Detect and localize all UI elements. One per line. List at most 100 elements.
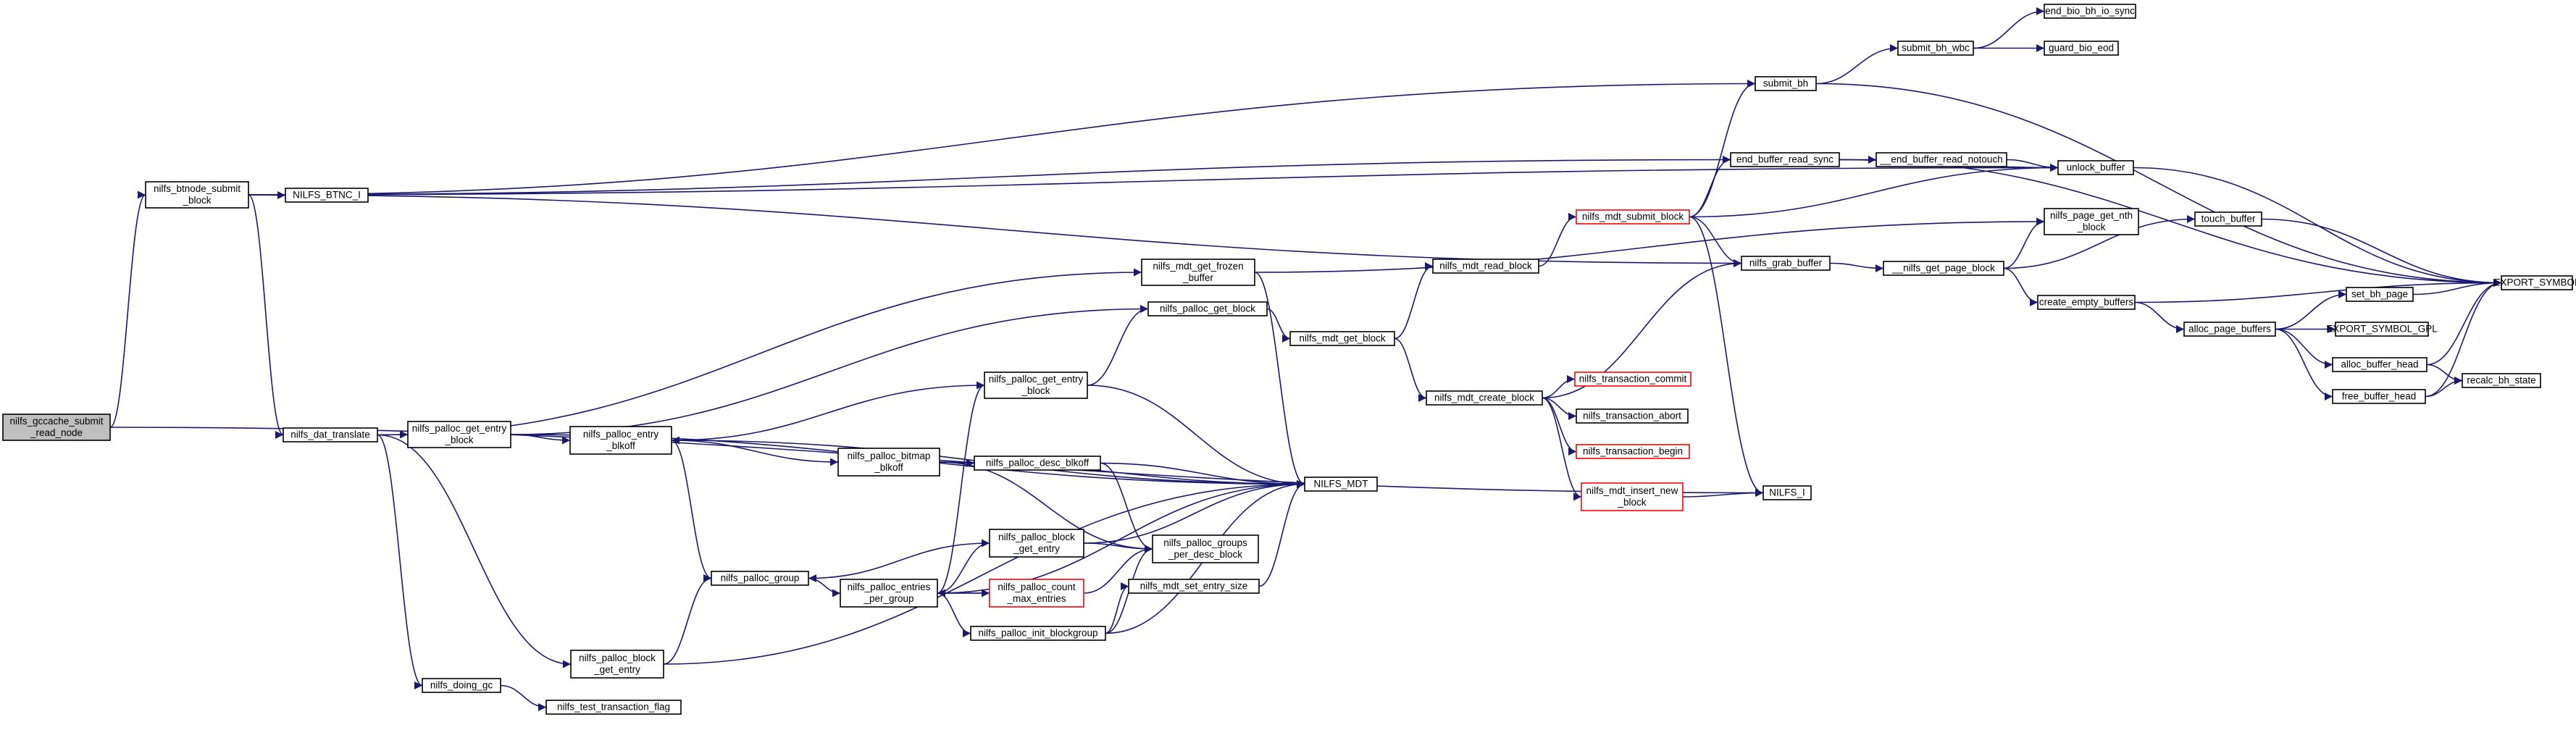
edge-n13-to-n21 bbox=[1083, 480, 1305, 544]
node-nilfs-mdt-get-frozen-buffer[interactable]: nilfs_mdt_get_frozen_buffer bbox=[1141, 259, 1255, 286]
node-label: nilfs_gccache_submit bbox=[9, 416, 103, 427]
node-nilfs-palloc-get-entry-block[interactable]: nilfs_palloc_get_entry_block bbox=[407, 421, 511, 448]
node-box bbox=[1730, 152, 1840, 167]
node-guard-bio-eod[interactable]: guard_bio_eod bbox=[2044, 41, 2119, 56]
node-box bbox=[2194, 211, 2262, 227]
node-nilfs-gccache-submit-read-node[interactable]: nilfs_gccache_submit_read_node bbox=[2, 414, 111, 441]
edge-n1-to-n3 bbox=[248, 194, 284, 439]
node-nilfs-palloc-get-block[interactable]: nilfs_palloc_get_block bbox=[1147, 301, 1268, 316]
node-nilfs-page-get-nth-block[interactable]: nilfs_page_get_nth_block bbox=[2044, 208, 2139, 235]
edge-n40-to-n41 bbox=[2003, 215, 2196, 269]
node-label: nilfs_palloc_group bbox=[721, 573, 800, 584]
node-box bbox=[970, 626, 1106, 641]
node-export-symbol-gpl[interactable]: EXPORT_SYMBOL_GPL bbox=[2326, 322, 2438, 337]
node-nilfs-doing-gc[interactable]: nilfs_doing_gc bbox=[422, 678, 501, 693]
node-submit-bh-wbc[interactable]: submit_bh_wbc bbox=[1897, 41, 1974, 56]
node-nilfs-mdt-set-entry-size[interactable]: nilfs_mdt_set_entry_size bbox=[1128, 579, 1260, 594]
node-nilfs-palloc-get-entry-block[interactable]: nilfs_palloc_get_entry_block bbox=[984, 372, 1088, 399]
edge-n1-to-n38 bbox=[248, 164, 2059, 196]
node-nilfs-mdt[interactable]: NILFS_MDT bbox=[1304, 477, 1378, 492]
edge-n1-to-n32 bbox=[248, 156, 1731, 196]
node-free-buffer-head[interactable]: free_buffer_head bbox=[2332, 389, 2426, 404]
node-nilfs-i[interactable]: NILFS_I bbox=[1762, 485, 1812, 500]
node-nilfs-dat-translate[interactable]: nilfs_dat_translate bbox=[283, 427, 378, 442]
node-nilfs-test-transaction-flag[interactable]: nilfs_test_transaction_flag bbox=[545, 700, 682, 715]
node-label: submit_bh bbox=[1763, 78, 1808, 89]
node-nilfs-mdt-get-block[interactable]: nilfs_mdt_get_block bbox=[1289, 331, 1395, 346]
node-label: _block bbox=[1021, 385, 1050, 396]
node-end-buffer-read-notouch[interactable]: __end_buffer_read_notouch bbox=[1875, 152, 2007, 167]
edge-n24-to-n33 bbox=[1542, 259, 1742, 399]
node-nilfs-palloc-entries-per-group[interactable]: nilfs_palloc_entries_per_group bbox=[840, 579, 938, 608]
edge-n24-to-n27 bbox=[1542, 397, 1577, 456]
node-label: nilfs_palloc_entries bbox=[848, 582, 931, 592]
node-label: EXPORT_SYMBOL bbox=[2493, 277, 2576, 288]
node-label: __nilfs_get_page_block bbox=[1891, 263, 1995, 274]
node-submit-bh[interactable]: submit_bh bbox=[1755, 76, 1817, 91]
node-nilfs-palloc-bitmap-blkoff[interactable]: nilfs_palloc_bitmap_blkoff bbox=[837, 448, 940, 477]
node-nilfs-btnc-i[interactable]: NILFS_BTNC_I bbox=[285, 188, 369, 203]
node-label: nilfs_palloc_get_entry bbox=[412, 423, 507, 434]
node-label: touch_buffer bbox=[2201, 214, 2256, 225]
node-nilfs-mdt-insert-new-block[interactable]: nilfs_mdt_insert_new_block bbox=[1581, 482, 1684, 511]
node-export-symbol[interactable]: EXPORT_SYMBOL bbox=[2493, 275, 2576, 290]
edge-n7-to-n9 bbox=[663, 574, 712, 665]
node-nilfs-transaction-commit[interactable]: nilfs_transaction_commit bbox=[1574, 372, 1691, 387]
node-alloc-buffer-head[interactable]: alloc_buffer_head bbox=[2332, 357, 2427, 372]
node-nilfs-mdt-read-block[interactable]: nilfs_mdt_read_block bbox=[1432, 259, 1539, 274]
node-nilfs-palloc-desc-blkoff[interactable]: nilfs_palloc_desc_blkoff bbox=[974, 456, 1101, 471]
edge-n47-to-n43 bbox=[2426, 279, 2502, 366]
node-nilfs-palloc-entry-blkoff[interactable]: nilfs_palloc_entry_blkoff bbox=[569, 426, 672, 455]
node-label: _get_entry bbox=[1013, 543, 1060, 554]
edge-n9-to-n10 bbox=[808, 577, 841, 597]
node-nilfs-grab-buffer[interactable]: nilfs_grab_buffer bbox=[1741, 256, 1831, 271]
edge-n48-to-n43 bbox=[2425, 279, 2502, 398]
node-nilfs-palloc-group[interactable]: nilfs_palloc_group bbox=[711, 571, 809, 586]
node-label: nilfs_palloc_desc_blkoff bbox=[986, 458, 1090, 469]
edge-n20-to-n21 bbox=[1258, 480, 1305, 587]
node-label: recalc_bh_state bbox=[2467, 375, 2535, 386]
node-nilfs-transaction-abort[interactable]: nilfs_transaction_abort bbox=[1576, 408, 1689, 424]
node-box bbox=[2044, 41, 2119, 56]
node-alloc-page-buffers[interactable]: alloc_page_buffers bbox=[2183, 322, 2276, 337]
node-nilfs-transaction-begin[interactable]: nilfs_transaction_begin bbox=[1576, 444, 1690, 459]
node-nilfs-mdt-create-block[interactable]: nilfs_mdt_create_block bbox=[1426, 390, 1543, 406]
node-label: nilfs_palloc_bitmap bbox=[848, 450, 931, 461]
node-label: create_empty_buffers bbox=[2039, 297, 2134, 308]
node-recalc-bh-state[interactable]: recalc_bh_state bbox=[2462, 373, 2541, 388]
node-set-bh-page[interactable]: set_bh_page bbox=[2346, 287, 2414, 302]
node-nilfs-palloc-groups-per-desc-block[interactable]: nilfs_palloc_groups_per_desc_block bbox=[1152, 534, 1259, 563]
edge-n3-to-n4 bbox=[377, 434, 423, 689]
node-label: nilfs_mdt_get_frozen bbox=[1153, 261, 1243, 272]
node-label: nilfs_palloc_groups bbox=[1163, 537, 1247, 548]
edge-n37-to-n38 bbox=[2006, 159, 2059, 172]
node-label: alloc_page_buffers bbox=[2188, 324, 2271, 335]
node-end-bio-bh-io-sync[interactable]: end_bio_bh_io_sync bbox=[2044, 4, 2136, 19]
node-create-empty-buffers[interactable]: create_empty_buffers bbox=[2037, 295, 2136, 310]
node-box bbox=[984, 372, 1088, 399]
node-end-buffer-read-sync[interactable]: end_buffer_read_sync bbox=[1730, 152, 1840, 167]
node-nilfs-palloc-block-get-entry[interactable]: nilfs_palloc_block_get_entry bbox=[570, 650, 664, 679]
node-unlock-buffer[interactable]: unlock_buffer bbox=[2057, 160, 2134, 175]
node-nilfs-btnode-submit-block[interactable]: nilfs_btnode_submit_block bbox=[145, 181, 249, 209]
node-box bbox=[145, 181, 249, 209]
edge-n8-to-n11 bbox=[671, 440, 839, 466]
edge-n29-to-n33 bbox=[1689, 216, 1742, 267]
node-box bbox=[1581, 482, 1684, 511]
node-nilfs-palloc-init-blockgroup[interactable]: nilfs_palloc_init_blockgroup bbox=[970, 626, 1106, 641]
node-label: nilfs_transaction_begin bbox=[1583, 446, 1683, 457]
node-touch-buffer[interactable]: touch_buffer bbox=[2194, 211, 2262, 227]
edge-n24-to-n25 bbox=[1542, 375, 1576, 399]
edge-n41-to-n43 bbox=[2261, 218, 2502, 287]
node-label: NILFS_BTNC_I bbox=[293, 190, 361, 201]
node-box bbox=[974, 456, 1101, 471]
node-label: __end_buffer_read_notouch bbox=[1879, 154, 2002, 165]
node-nilfs-get-page-block[interactable]: __nilfs_get_page_block bbox=[1883, 261, 2004, 276]
node-nilfs-palloc-block-get-entry[interactable]: nilfs_palloc_block_get_entry bbox=[989, 529, 1084, 558]
edge-n4-to-n5 bbox=[500, 684, 547, 711]
node-nilfs-palloc-count-max-entries[interactable]: nilfs_palloc_count_max_entries bbox=[989, 579, 1084, 608]
edge-n42-to-n43 bbox=[2134, 279, 2502, 303]
edge-n44-to-n48 bbox=[2275, 328, 2333, 400]
node-nilfs-mdt-submit-block[interactable]: nilfs_mdt_submit_block bbox=[1576, 209, 1690, 225]
edge-n42-to-n44 bbox=[2134, 301, 2185, 333]
